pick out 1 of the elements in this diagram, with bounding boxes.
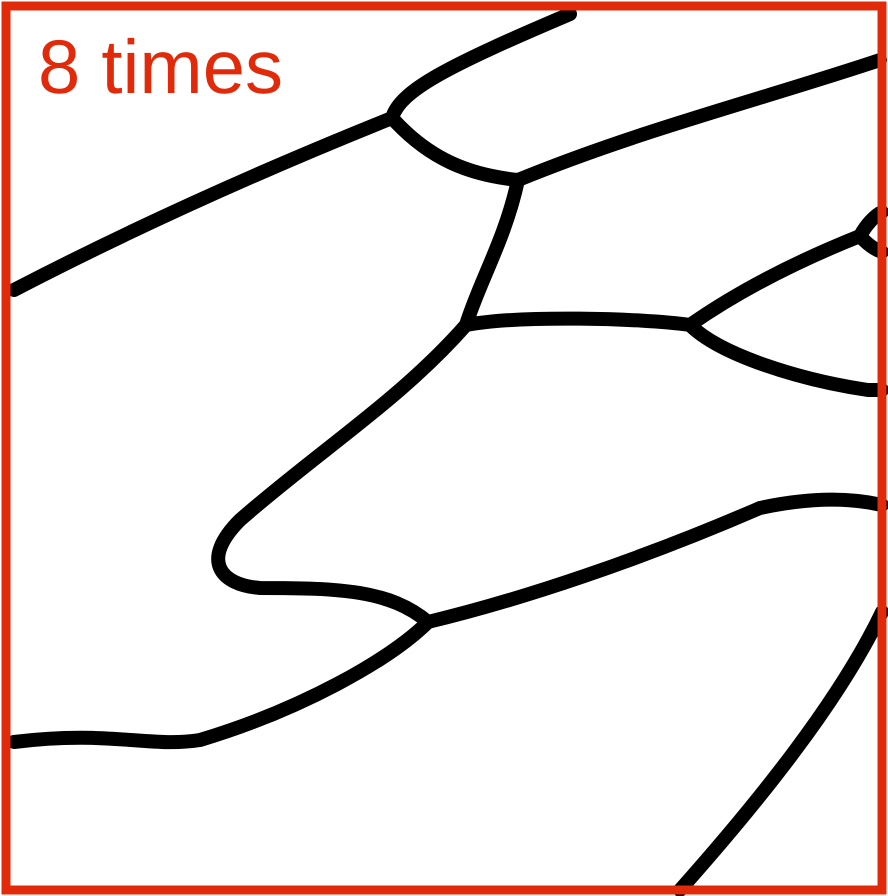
magnification-label: 8 times [38,30,283,106]
